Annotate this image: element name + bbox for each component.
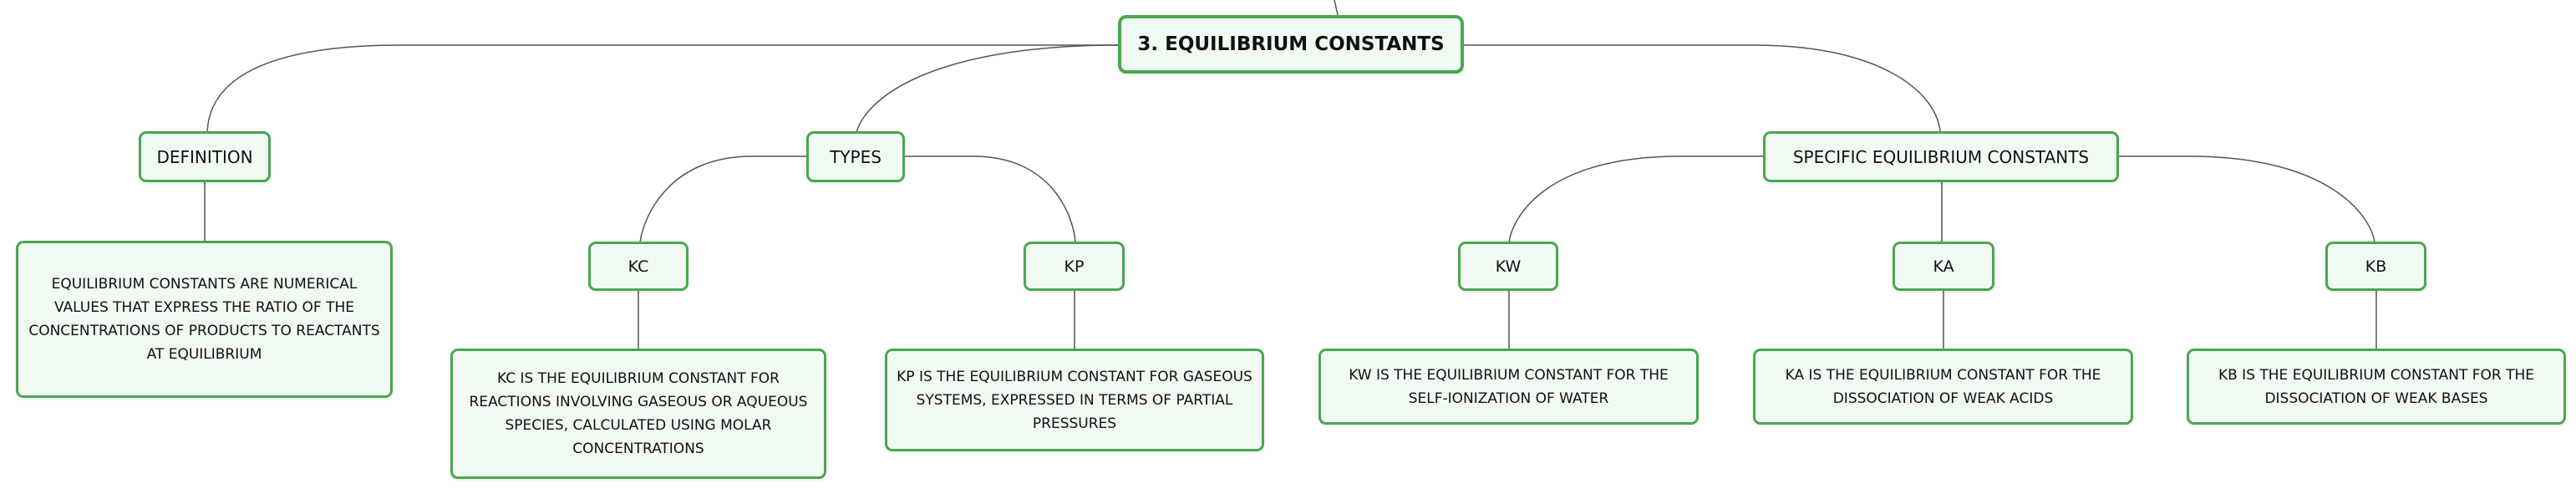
kb-text-node[interactable]: KB IS THE EQUILIBRIUM CONSTANT FOR THE D… [2187, 349, 2566, 425]
kc-text: KC IS THE EQUILIBRIUM CONSTANT FOR REACT… [469, 370, 808, 457]
connector-specific-kb [2119, 155, 2375, 243]
kp-text: KP IS THE EQUILIBRIUM CONSTANT FOR GASEO… [897, 368, 1252, 432]
connector-root-types [856, 44, 1119, 133]
kc-label: KC [627, 257, 649, 276]
kp-label: KP [1064, 257, 1085, 276]
kc-text-node[interactable]: KC IS THE EQUILIBRIUM CONSTANT FOR REACT… [450, 349, 826, 479]
definition-text: EQUILIBRIUM CONSTANTS ARE NUMERICAL VALU… [28, 276, 380, 363]
root-label: 3. EQUILIBRIUM CONSTANTS [1137, 33, 1445, 55]
specific-constants-label: SPECIFIC EQUILIBRIUM CONSTANTS [1792, 146, 2090, 167]
kb-text: KB IS THE EQUILIBRIUM CONSTANT FOR THE D… [2218, 366, 2535, 407]
connector-types-kc [639, 155, 806, 243]
specific-constants-node[interactable]: SPECIFIC EQUILIBRIUM CONSTANTS [1763, 131, 2119, 182]
kw-node[interactable]: KW [1458, 242, 1558, 291]
kw-text: KW IS THE EQUILIBRIUM CONSTANT FOR THE S… [1349, 366, 1669, 407]
kw-label: KW [1495, 257, 1522, 276]
ka-node[interactable]: KA [1893, 242, 1994, 291]
definition-label: DEFINITION [156, 146, 253, 167]
connector-to-parent [1334, 0, 1339, 16]
connector-root-specific [1464, 44, 1941, 133]
kb-node[interactable]: KB [2325, 242, 2426, 291]
ka-text-node[interactable]: KA IS THE EQUILIBRIUM CONSTANT FOR THE D… [1753, 349, 2133, 425]
kb-label: KB [2365, 257, 2387, 276]
types-label: TYPES [830, 146, 882, 167]
ka-label: KA [1933, 257, 1954, 276]
definition-text-node[interactable]: EQUILIBRIUM CONSTANTS ARE NUMERICAL VALU… [16, 241, 393, 398]
root-node[interactable]: 3. EQUILIBRIUM CONSTANTS [1118, 15, 1464, 74]
connector-root-definition [206, 44, 1118, 133]
ka-text: KA IS THE EQUILIBRIUM CONSTANT FOR THE D… [1785, 366, 2101, 407]
definition-node[interactable]: DEFINITION [139, 131, 271, 182]
connector-specific-kw [1508, 155, 1763, 243]
kw-text-node[interactable]: KW IS THE EQUILIBRIUM CONSTANT FOR THE S… [1318, 349, 1699, 425]
kp-node[interactable]: KP [1024, 242, 1125, 291]
kp-text-node[interactable]: KP IS THE EQUILIBRIUM CONSTANT FOR GASEO… [885, 349, 1264, 451]
kc-node[interactable]: KC [588, 242, 688, 291]
types-node[interactable]: TYPES [806, 131, 905, 182]
connector-types-kp [905, 155, 1076, 243]
